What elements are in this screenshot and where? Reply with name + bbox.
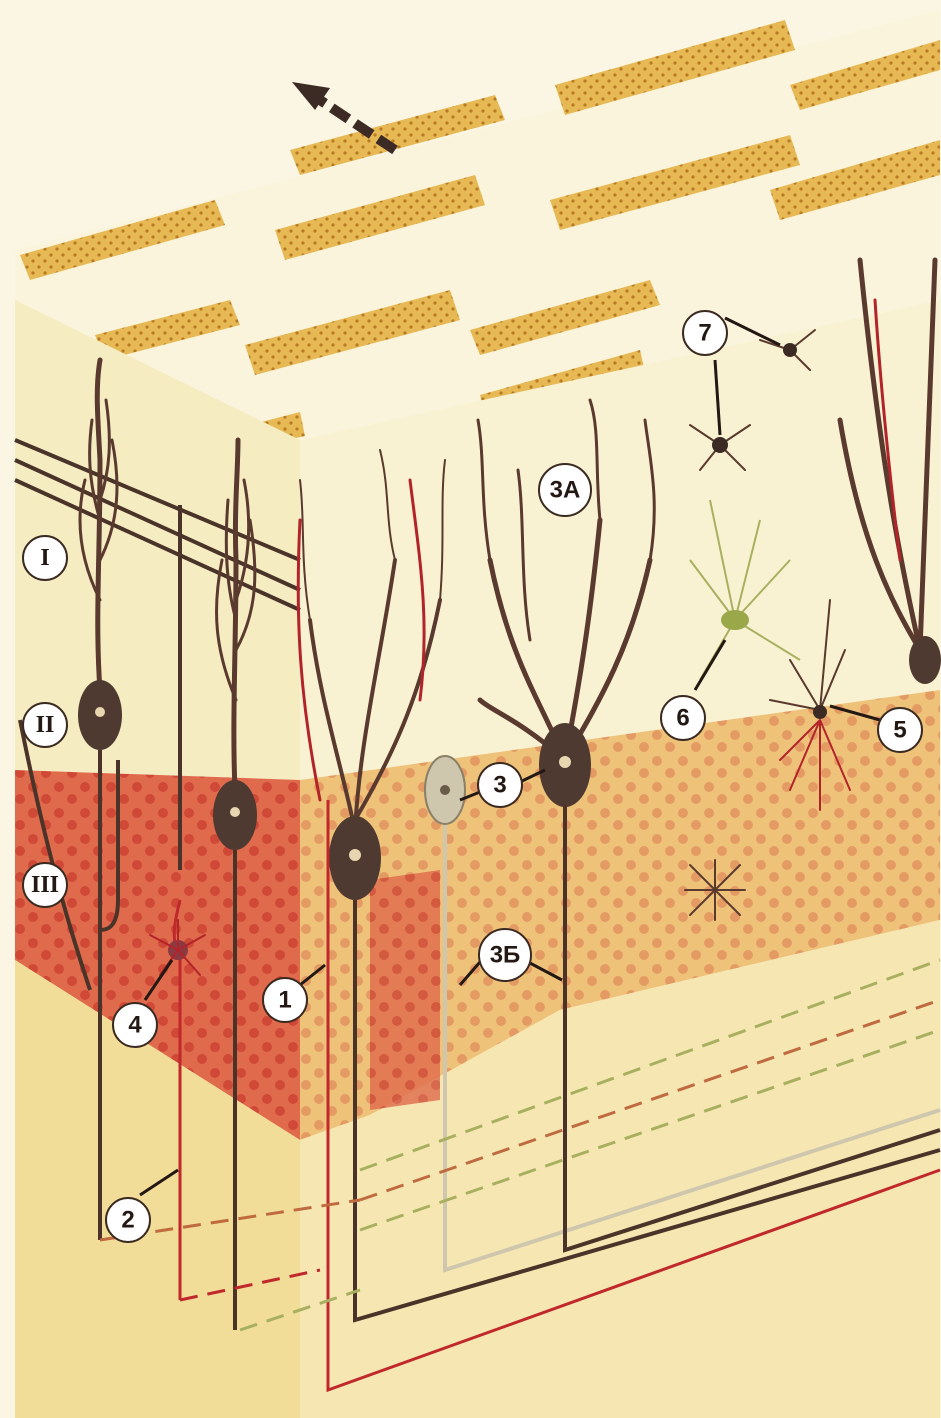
front-face-granular-block — [370, 870, 440, 1110]
svg-text:I: I — [40, 545, 49, 571]
svg-text:III: III — [31, 872, 59, 898]
svg-text:4: 4 — [128, 1012, 142, 1039]
svg-text:1: 1 — [278, 987, 291, 1014]
svg-text:3А: 3А — [550, 477, 581, 504]
label-layer-1: I — [23, 536, 67, 580]
label-3a: 3А — [539, 464, 591, 516]
label-layer-2: II — [23, 703, 67, 747]
svg-text:2: 2 — [121, 1207, 134, 1234]
svg-text:II: II — [36, 712, 55, 738]
svg-text:3Б: 3Б — [490, 942, 521, 969]
label-layer-3: III — [23, 863, 67, 907]
svg-text:5: 5 — [893, 717, 906, 744]
svg-text:6: 6 — [676, 705, 689, 732]
golgi-star-cell — [685, 860, 745, 920]
svg-text:7: 7 — [698, 320, 711, 347]
svg-text:3: 3 — [493, 772, 506, 799]
